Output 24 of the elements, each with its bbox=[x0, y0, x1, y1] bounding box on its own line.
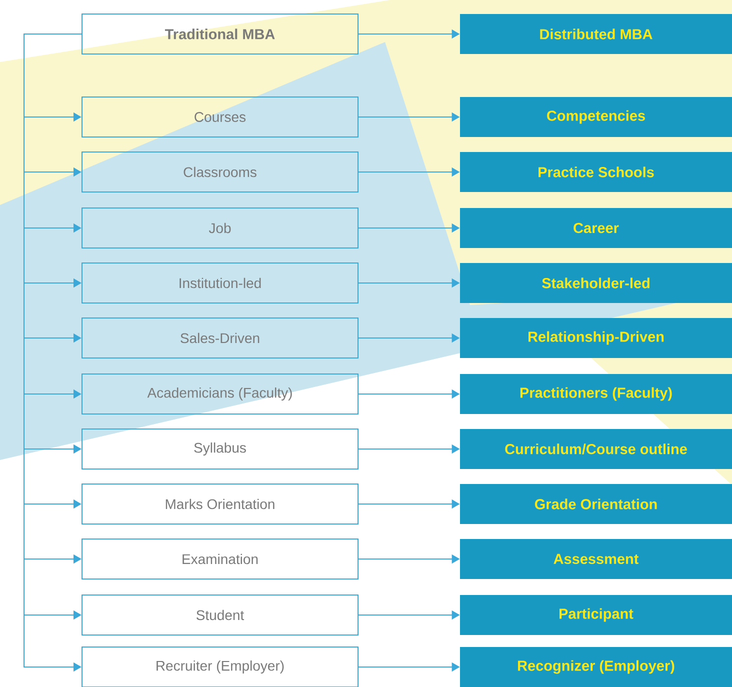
result-box: Participant bbox=[460, 595, 732, 635]
process-box: Marks Orientation bbox=[82, 484, 358, 524]
process-box: Syllabus bbox=[82, 428, 358, 470]
result-box: Practice Schools bbox=[460, 152, 732, 192]
result-box: Grade Orientation bbox=[460, 484, 732, 524]
process-box: Traditional MBA bbox=[82, 14, 358, 54]
result-box: Practitioners (Faculty) bbox=[460, 374, 732, 414]
process-box: Academicians (Faculty) bbox=[82, 374, 358, 414]
result-box: Distributed MBA bbox=[460, 14, 732, 54]
result-box: Stakeholder-led bbox=[460, 263, 732, 303]
process-box: Courses bbox=[82, 96, 358, 138]
process-box: Student bbox=[82, 594, 358, 636]
result-box: Career bbox=[460, 208, 732, 248]
result-box: Curriculum/Course outline bbox=[460, 429, 732, 469]
process-box: Classrooms bbox=[82, 152, 358, 192]
process-box: Sales-Driven bbox=[82, 318, 358, 358]
process-box: Recruiter (Employer) bbox=[82, 646, 358, 687]
process-box: Institution-led bbox=[82, 262, 358, 304]
process-box: Job bbox=[82, 208, 358, 248]
result-box: Relationship-Driven bbox=[460, 318, 732, 358]
result-box: Assessment bbox=[460, 539, 732, 579]
result-box: Recognizer (Employer) bbox=[460, 647, 732, 687]
result-box: Competencies bbox=[460, 97, 732, 137]
process-box: Examination bbox=[82, 538, 358, 580]
